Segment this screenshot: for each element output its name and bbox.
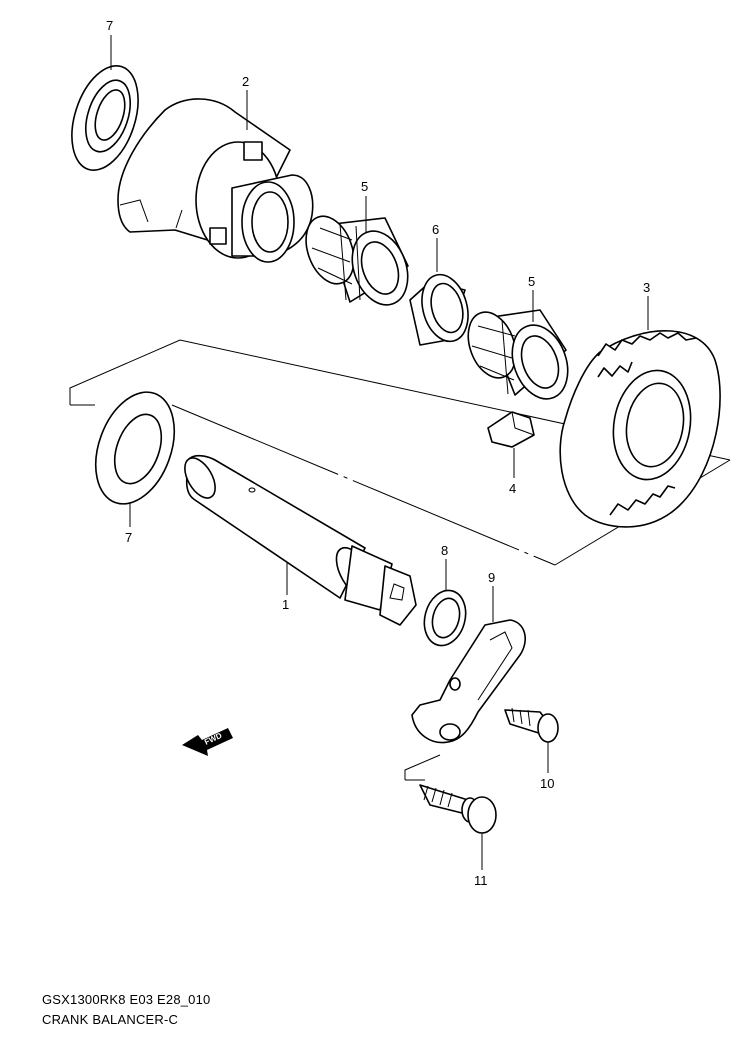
callout-7-lower: 7: [125, 530, 132, 545]
balancer-lever: [411, 619, 526, 744]
callout-8: 8: [441, 543, 448, 558]
thrust-washer: [423, 589, 467, 647]
lever-bolt: [504, 707, 559, 743]
needle-bearing-lower: [467, 309, 569, 400]
spacer-ring: [409, 273, 469, 346]
callout-4: 4: [509, 481, 516, 496]
callout-1: 1: [282, 597, 289, 612]
clamp-bolt: [419, 784, 497, 834]
callout-3: 3: [643, 280, 650, 295]
balancer-shaft: [184, 454, 417, 626]
diagram-code: GSX1300RK8 E03 E28_010: [42, 992, 211, 1007]
balancer-weight: [117, 98, 314, 263]
leader-lines: [110, 35, 649, 870]
diagram-title: CRANK BALANCER-C: [42, 1012, 179, 1027]
woodruff-key: [487, 411, 535, 448]
callout-11: 11: [474, 873, 488, 888]
callout-5-lower: 5: [528, 274, 535, 289]
oil-seal-lower: [94, 391, 176, 505]
callout-7-upper: 7: [106, 18, 113, 33]
callout-10: 10: [540, 776, 554, 791]
oil-seal-upper: [71, 65, 139, 171]
callout-5-upper: 5: [361, 179, 368, 194]
callout-6: 6: [432, 222, 439, 237]
needle-bearing-upper: [305, 215, 409, 306]
forward-arrow-icon: FWD: [182, 728, 233, 756]
callout-labels: 7 2 5 6 5 3 4 7 1 8 9 10 11: [106, 18, 650, 888]
callout-2: 2: [242, 74, 249, 89]
balancer-driven-gear: [559, 330, 721, 528]
callout-9: 9: [488, 570, 495, 585]
